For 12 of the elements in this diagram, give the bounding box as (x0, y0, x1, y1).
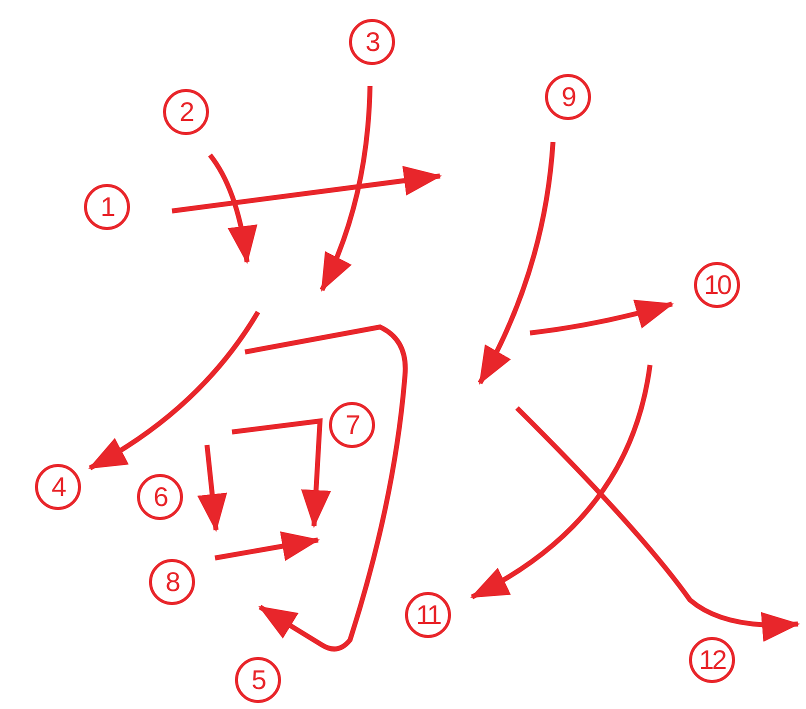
stroke-number: 2 (163, 89, 209, 135)
stroke-number: 6 (137, 474, 183, 520)
stroke-number: 5 (235, 657, 281, 703)
stroke-number: 11 (405, 592, 451, 638)
stroke-number: 8 (149, 559, 195, 605)
stroke-number: 1 (84, 184, 130, 230)
stroke-number: 3 (349, 19, 395, 65)
stroke-number: 12 (689, 637, 735, 683)
stroke-number: 7 (329, 402, 375, 448)
stroke-number: 10 (694, 262, 740, 308)
stroke-number: 4 (35, 464, 81, 510)
stroke-number: 9 (545, 74, 591, 120)
